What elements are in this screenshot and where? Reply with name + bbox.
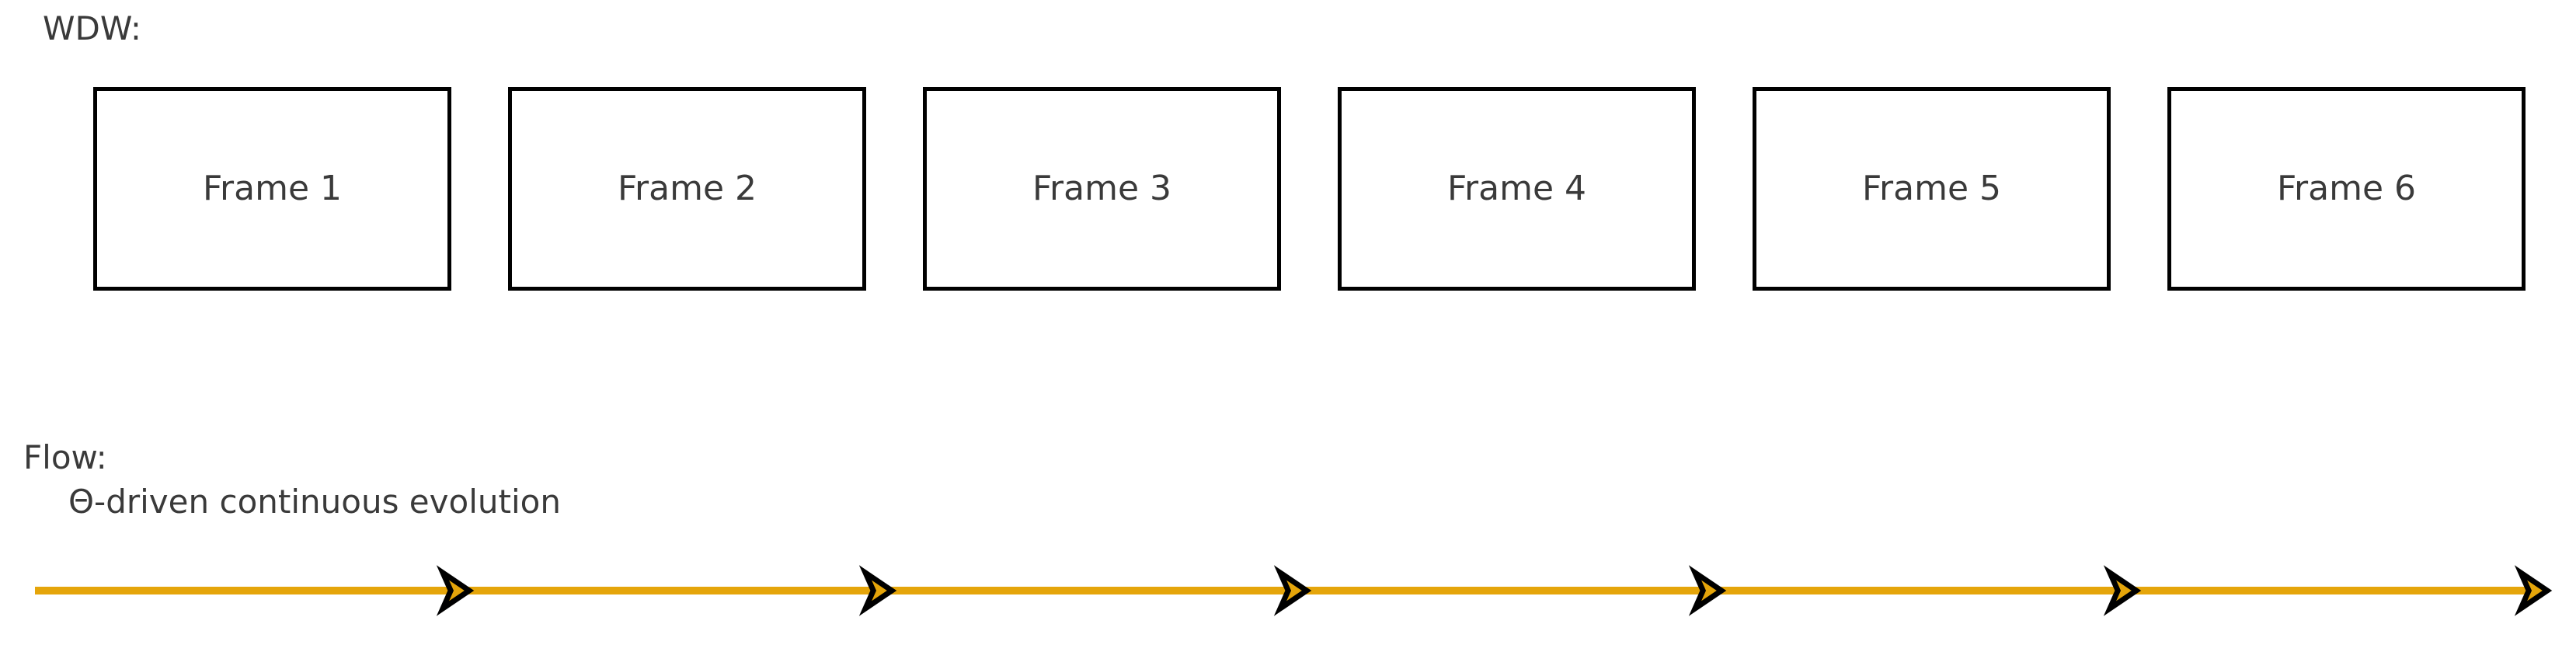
flow-description-label: Θ-driven continuous evolution bbox=[68, 483, 561, 521]
flow-arrowhead-6 bbox=[2514, 565, 2553, 616]
frame-strip: Frame 1 Frame 2 Frame 3 Frame 4 Frame 5 Frame… bbox=[93, 87, 2532, 291]
flow-arrowhead-3 bbox=[1273, 565, 1312, 616]
frame-box-4[interactable]: Frame 4 bbox=[1338, 87, 1696, 291]
frame-box-1[interactable]: Frame 1 bbox=[93, 87, 451, 291]
frame-box-5[interactable]: Frame 5 bbox=[1753, 87, 2111, 291]
flow-arrow-svg bbox=[35, 565, 2553, 616]
frame-label: Frame 4 bbox=[1446, 169, 1587, 208]
frame-label: Frame 6 bbox=[2276, 169, 2417, 208]
frame-box-6[interactable]: Frame 6 bbox=[2167, 87, 2526, 291]
flow-section-label: Flow: bbox=[23, 438, 107, 476]
frame-label: Frame 3 bbox=[1032, 169, 1172, 208]
flow-arrowhead-2 bbox=[858, 565, 897, 616]
frame-box-2[interactable]: Frame 2 bbox=[508, 87, 866, 291]
frame-label: Frame 1 bbox=[202, 169, 343, 208]
flow-axis bbox=[0, 544, 2576, 645]
wdw-section-label: WDW: bbox=[43, 9, 142, 47]
flow-arrowhead-4 bbox=[1688, 565, 1727, 616]
frame-box-3[interactable]: Frame 3 bbox=[923, 87, 1281, 291]
flow-arrowhead-5 bbox=[2103, 565, 2142, 616]
flow-arrowhead-1 bbox=[436, 565, 475, 616]
frame-label: Frame 2 bbox=[617, 169, 757, 208]
frame-label: Frame 5 bbox=[1861, 169, 2002, 208]
